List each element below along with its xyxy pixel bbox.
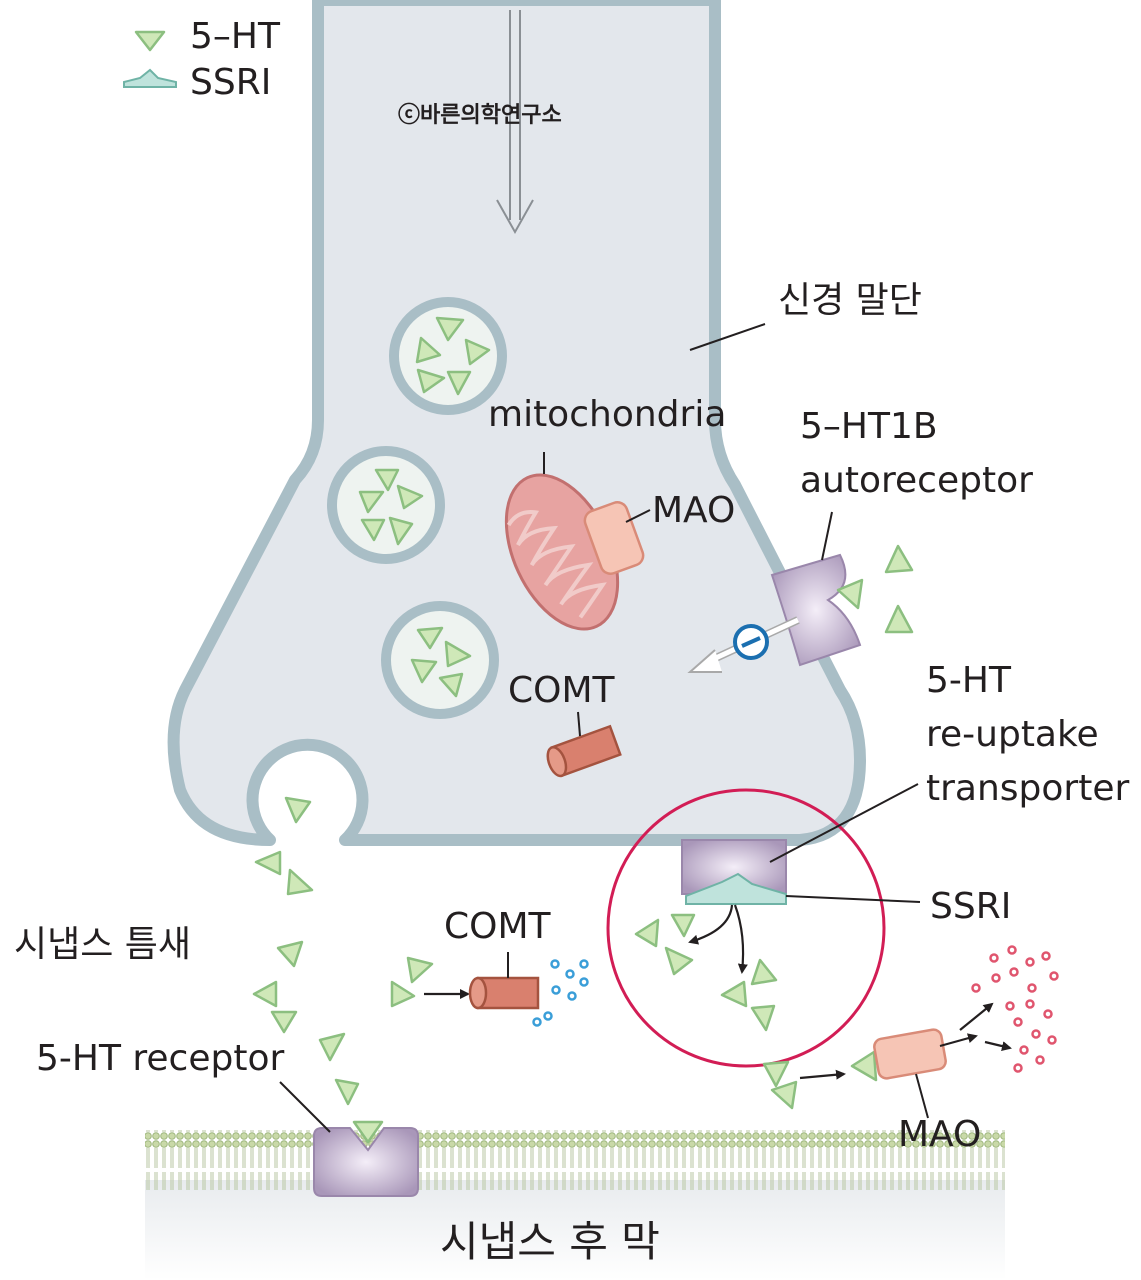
serotonin-molecule	[334, 1078, 360, 1106]
serotonin-legend-icon	[134, 30, 166, 52]
ssri-legend-icon	[123, 68, 177, 88]
legend-ssri-label: SSRI	[190, 62, 271, 103]
transporter-label-line1: 5-HT	[926, 660, 1012, 701]
serotonin-molecule	[352, 1120, 384, 1144]
transporter-label-line2: re-uptake	[926, 714, 1099, 755]
legend-serotonin-label: 5–HT	[190, 16, 281, 57]
ssri-bound	[685, 872, 787, 905]
autoreceptor-label-line1: 5–HT1B	[800, 406, 938, 447]
comt-inside-label: COMT	[508, 670, 616, 711]
mao-metabolism-arrow	[799, 1069, 846, 1080]
autoreceptor-label-line2: autoreceptor	[800, 460, 1033, 501]
action-potential-arrow	[496, 10, 534, 235]
highlight-circle	[606, 788, 886, 1068]
serotonin-molecule	[884, 544, 914, 574]
receptor-leader	[279, 1081, 331, 1133]
serotonin-molecule	[284, 796, 312, 824]
mao-metabolism-arrow	[959, 1002, 994, 1031]
transporter-leader	[769, 783, 919, 863]
ssri-leader	[785, 895, 921, 903]
serotonin-molecule	[836, 578, 864, 610]
serotonin-molecule	[252, 980, 278, 1008]
comt-cleft-label: COMT	[444, 906, 552, 947]
blocked-reuptake-arrow	[733, 904, 748, 974]
comt-enzyme	[546, 724, 622, 778]
mao-inside-label: MAO	[652, 490, 735, 531]
comt-enzyme-cleft	[468, 976, 540, 1010]
ssri-label: SSRI	[930, 886, 1011, 927]
serotonin-molecule	[286, 868, 314, 896]
serotonin-molecule	[634, 918, 660, 948]
serotonin-molecule	[884, 604, 914, 634]
mao-enzyme-cleft	[873, 1028, 947, 1080]
blocked-reuptake-arrow	[688, 904, 734, 945]
receptor-label: 5-HT receptor	[36, 1038, 284, 1079]
mao-cleft-leader	[915, 1073, 929, 1119]
serotonin-molecule	[270, 1010, 298, 1034]
mao-inside-leader	[625, 509, 651, 523]
serotonin-molecule	[276, 940, 304, 968]
serotonin-molecule	[720, 980, 748, 1008]
reuptake-transporter	[681, 839, 787, 905]
copyright-text: ⓒ바른의학연구소	[398, 102, 562, 128]
postsynaptic-label: 시냅스 후 막	[440, 1217, 660, 1266]
vesicle	[389, 297, 507, 415]
serotonin-molecule	[318, 1032, 346, 1062]
serotonin-molecule	[850, 1050, 878, 1082]
mitochondria-label: mitochondria	[488, 394, 726, 435]
serotonin-molecule	[664, 946, 694, 976]
mao-metabolites	[971, 945, 1059, 1073]
mao-metabolism-arrow	[939, 1033, 978, 1048]
serotonin-molecule	[254, 850, 282, 876]
postsynaptic-region	[145, 1180, 1005, 1280]
comt-metabolites	[532, 959, 589, 1027]
serotonin-molecule	[762, 1060, 790, 1088]
postsynaptic-receptor	[313, 1127, 419, 1197]
serotonin-molecule	[406, 956, 434, 984]
nerve-terminal-leader	[689, 323, 766, 351]
serotonin-molecule	[390, 980, 416, 1008]
synaptic-cleft-label: 시냅스 틈새	[14, 924, 191, 965]
serotonin-molecule	[750, 1004, 776, 1032]
serotonin-molecule	[750, 958, 778, 986]
presynaptic-terminal	[167, 0, 866, 846]
transporter-label-line3: transporter	[926, 768, 1129, 809]
nerve-terminal-label: 신경 말단	[778, 280, 922, 321]
mao-cleft-label: MAO	[898, 1114, 981, 1155]
comt-inside-leader	[577, 711, 581, 737]
postsynaptic-membrane	[145, 1130, 1005, 1190]
vesicle	[381, 601, 499, 719]
inhibition-arrow	[687, 616, 800, 673]
vesicle	[327, 446, 445, 564]
autoreceptor-leader	[821, 511, 833, 561]
mao-metabolism-arrow	[984, 1040, 1012, 1051]
serotonin-molecule	[670, 913, 696, 938]
serotonin-molecule	[770, 1080, 798, 1110]
